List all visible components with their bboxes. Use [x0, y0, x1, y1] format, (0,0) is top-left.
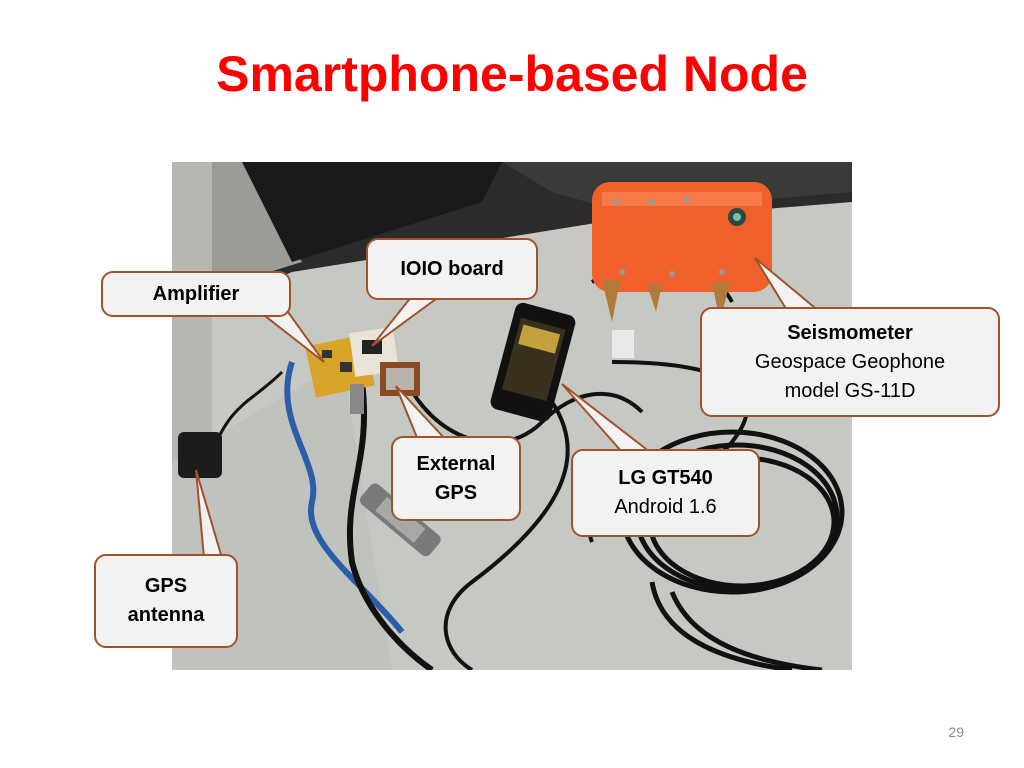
slide-title: Smartphone-based Node [216, 46, 808, 102]
seismometer-title: Seismometer [787, 321, 913, 344]
seismometer-line2: model GS-11D [784, 379, 916, 402]
external-gps-callout-tail [395, 385, 449, 441]
seismometer-callout: Seismometer Geospace Geophone model GS-1… [700, 307, 1000, 417]
amplifier-callout: Amplifier [101, 271, 291, 317]
amplifier-callout-tail [257, 311, 325, 363]
external-gps-line1: External [416, 452, 496, 475]
gps-antenna-callout: GPS antenna [94, 554, 238, 648]
gps-antenna-line2: antenna [127, 604, 205, 626]
seismometer-line1: Geospace Geophone [754, 350, 946, 373]
ioio-board-label: IOIO board [400, 257, 504, 280]
gps-antenna-callout-tail [195, 469, 224, 559]
external-gps-callout: External GPS [391, 436, 521, 521]
amplifier-label: Amplifier [152, 282, 240, 305]
phone-title: LG GT540 [618, 467, 713, 489]
phone-callout-tail [561, 383, 653, 453]
ioio-callout-tail [371, 295, 444, 347]
phone-callout: LG GT540 Android 1.6 [571, 449, 760, 537]
external-gps-line2: GPS [434, 481, 478, 504]
ioio-board-callout: IOIO board [366, 238, 538, 300]
gps-antenna-line1: GPS [144, 575, 188, 597]
phone-line1: Android 1.6 [614, 496, 717, 518]
seismometer-callout-tail [754, 257, 823, 313]
slide-number: 29 [948, 724, 964, 740]
